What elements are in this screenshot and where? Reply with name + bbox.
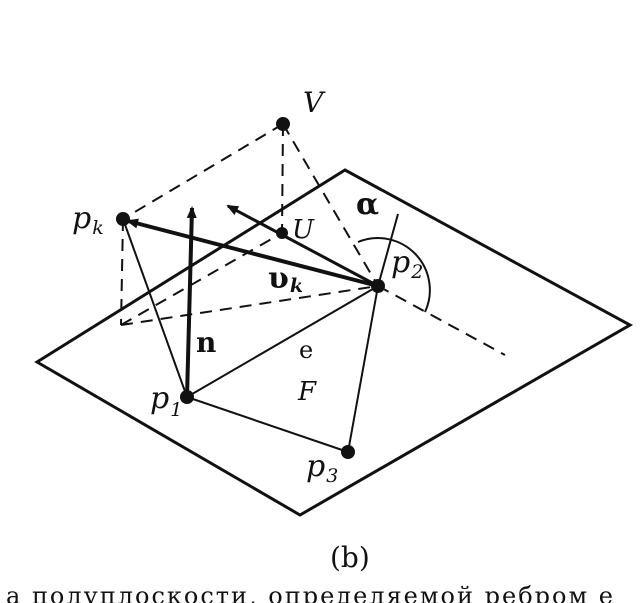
label-f: F: [297, 377, 317, 407]
point-p2: [371, 279, 385, 293]
dash-pk-proj: [120, 218, 124, 326]
points: [116, 117, 385, 459]
dash-p2-ext: [377, 285, 506, 356]
edge-pk-p1: [122, 218, 188, 398]
point-pk: [116, 212, 130, 226]
dash-v-u: [281, 123, 284, 234]
dash-v-pk: [122, 123, 284, 220]
label-alpha: α: [356, 187, 379, 222]
point-v: [276, 117, 290, 131]
label-e: e: [299, 336, 313, 364]
label-p2: p2: [391, 245, 423, 283]
dash-proj-u: [120, 232, 283, 326]
vector-n: [185, 206, 197, 398]
plane-F: [34, 168, 634, 517]
label-n: n: [196, 326, 216, 359]
label-u: U: [292, 215, 315, 245]
label-pk: pk: [72, 201, 104, 239]
dashed-lines: [120, 123, 506, 356]
solid-edges: [122, 218, 379, 453]
vector-vk: [126, 218, 379, 288]
label-p1: p1: [150, 381, 182, 421]
angle-arc: [357, 237, 431, 313]
point-p1: [180, 390, 194, 404]
edge-p3-p2: [347, 285, 379, 453]
vector-u: [226, 204, 379, 288]
dash-v-p2: [282, 123, 379, 287]
bottom-text-line: а полуплоскости, определяемой ребром е: [0, 584, 640, 603]
caption: (b): [330, 541, 370, 574]
label-vk: υk: [268, 261, 303, 297]
point-p3: [341, 445, 355, 459]
alpha-halfplane-line: [377, 213, 399, 287]
vectors: [126, 204, 379, 398]
bottom-text: а полуплоскости, определяемой ребром е: [6, 584, 615, 603]
label-v: V: [303, 86, 326, 119]
label-p3: p3: [306, 449, 338, 487]
point-u: [276, 227, 288, 239]
edge-p1-p2: [186, 285, 379, 398]
dash-proj-p2: [120, 285, 379, 326]
edge-p1-p3: [186, 396, 349, 453]
